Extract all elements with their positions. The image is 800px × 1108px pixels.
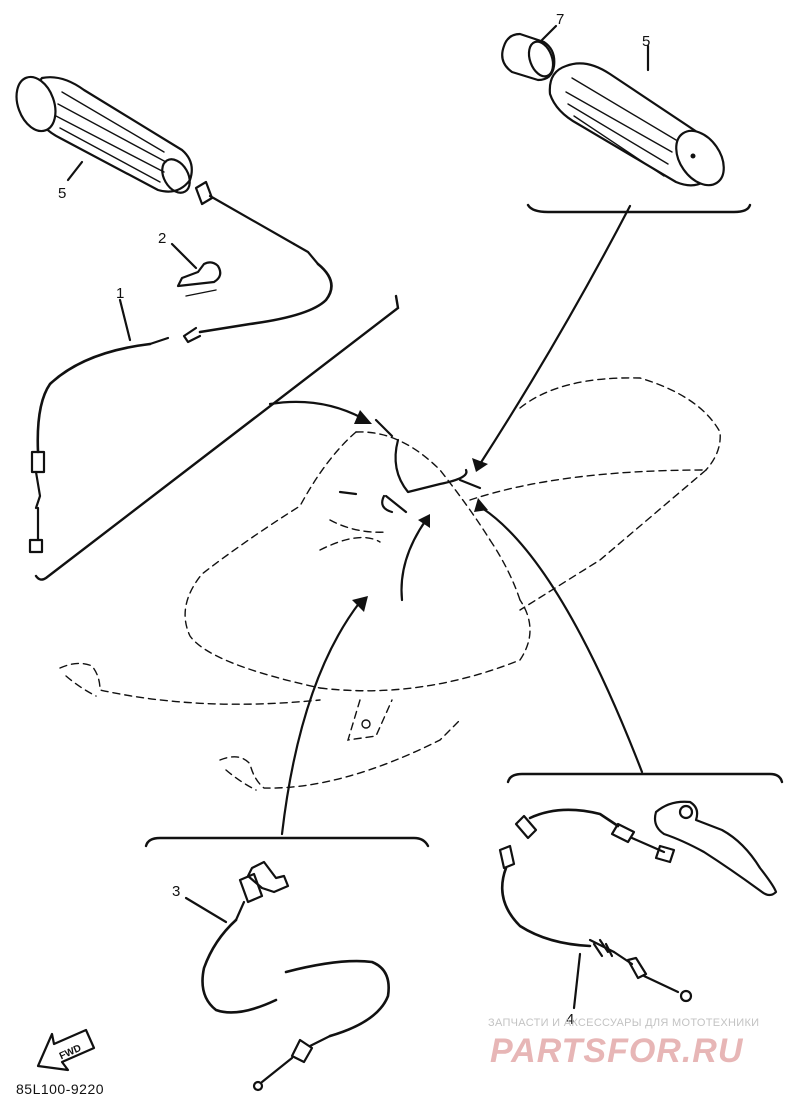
- forward-direction-arrow: FWD: [36, 1028, 96, 1072]
- assembly-arrows: [268, 204, 644, 836]
- right-handlebar-grip: [548, 62, 725, 187]
- callout-5-left: 5: [58, 185, 66, 202]
- cable-clip: [176, 261, 222, 297]
- brake-cable-group-bracket: [506, 772, 784, 784]
- leader-callout-4: [572, 952, 582, 1010]
- leader-callout-7: [540, 24, 558, 42]
- callout-1: 1: [116, 285, 124, 302]
- throttle-group-bracket: [34, 294, 400, 581]
- throttle-cable: [28, 180, 333, 554]
- right-grip-group-bracket: [526, 203, 752, 214]
- watermark-tagline: ЗАПЧАСТИ И АКСЕССУАРЫ ДЛЯ МОТОТЕХНИКИ: [488, 1017, 759, 1029]
- callout-4: 4: [566, 1011, 574, 1028]
- choke-cable-group-bracket: [144, 836, 430, 848]
- leader-callout-2: [170, 242, 198, 270]
- brake-lever: [653, 800, 778, 897]
- callout-7: 7: [556, 11, 564, 28]
- choke-cable: [201, 860, 390, 1092]
- leader-callout-5-left: [66, 160, 84, 182]
- callout-5-right: 5: [642, 33, 650, 50]
- watermark-brand: PARTSFOR.RU: [490, 1032, 744, 1070]
- left-handlebar-grip: [15, 75, 193, 194]
- brake-cable: [498, 808, 693, 1003]
- leader-callout-3: [184, 896, 228, 924]
- diagram-code: 85L100-9220: [16, 1081, 104, 1097]
- callout-2: 2: [158, 230, 166, 247]
- snowmobile-body: [59, 377, 721, 791]
- callout-3: 3: [172, 883, 180, 900]
- leader-callout-1: [118, 298, 132, 342]
- grip-ring: [501, 32, 556, 82]
